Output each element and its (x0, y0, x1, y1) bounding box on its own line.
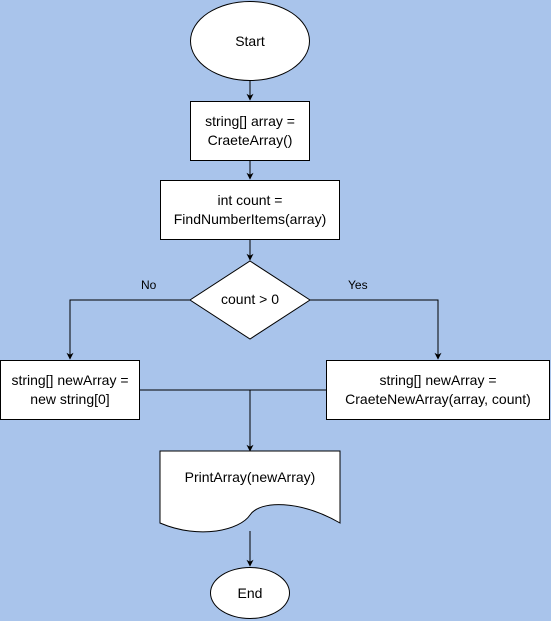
end-label: End (237, 584, 263, 601)
new-empty-array-node: string[] newArray = new string[0] (0, 360, 140, 420)
edge-label-yes: Yes (348, 278, 368, 292)
start-node: Start (190, 1, 310, 81)
edge-decision-no (66, 299, 190, 360)
decision-diamond-shape (189, 260, 311, 340)
create-array-label: string[] array = CraeteArray() (205, 113, 295, 148)
new-filled-array-node: string[] newArray = CraeteNewArray(array… (326, 360, 550, 420)
count-label: int count = FindNumberItems(array) (173, 192, 327, 227)
edge-label-no: No (141, 278, 157, 292)
edge-decision-yes (310, 299, 442, 360)
print-label: PrintArray(newArray) (184, 469, 316, 485)
end-node: End (210, 567, 290, 619)
new-filled-array-label: string[] newArray = CraeteNewArray(array… (345, 372, 531, 407)
decision-label: count > 0 (221, 291, 279, 307)
print-document-shape (159, 450, 341, 533)
create-array-node: string[] array = CraeteArray() (190, 101, 310, 161)
start-label: Start (235, 32, 265, 49)
new-empty-array-label: string[] newArray = new string[0] (11, 372, 129, 407)
count-node: int count = FindNumberItems(array) (160, 180, 340, 240)
